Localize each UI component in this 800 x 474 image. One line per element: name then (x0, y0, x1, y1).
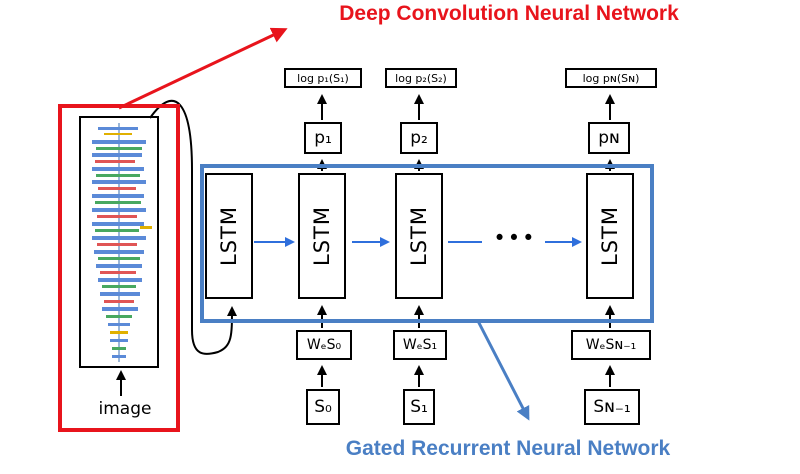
prob-n-label: pɴ (598, 128, 620, 148)
word-input-n-label: Sɴ₋₁ (593, 397, 631, 417)
cnn-highlight-frame (58, 104, 180, 432)
output-logp-1-label: log p₁(S₁) (297, 71, 349, 85)
lstm-unit-2-label: LSTM (407, 206, 432, 266)
image-label: image (98, 399, 152, 419)
cnn-architecture-thumbnail (79, 116, 159, 368)
lstm-unit-image: LSTM (205, 173, 253, 299)
lstm-unit-1: LSTM (298, 173, 346, 299)
word-input-1: S₁ (403, 389, 435, 425)
embedding-0-label: WₑS₀ (306, 337, 342, 353)
lstm-unit-n: LSTM (586, 173, 634, 299)
lstm-unit-image-label: LSTM (217, 206, 242, 266)
word-input-1-label: S₁ (410, 397, 428, 417)
sequence-ellipsis: ••• (493, 226, 537, 250)
output-logp-2: log p₂(S₂) (385, 68, 457, 88)
cnn-callout-arrow (118, 27, 288, 110)
output-logp-n-label: log pɴ(Sɴ) (582, 71, 640, 85)
output-logp-2-label: log p₂(S₂) (395, 71, 447, 85)
prob-box-1: p₁ (304, 122, 342, 154)
word-input-n: Sɴ₋₁ (584, 389, 640, 425)
cnn-to-lstm-connector (149, 99, 237, 355)
lstm-unit-2: LSTM (395, 173, 443, 299)
lstm-unit-n-label: LSTM (598, 206, 623, 266)
rnn-title: Gated Recurrent Neural Network (345, 437, 671, 460)
rnn-callout-arrow (476, 320, 530, 421)
embedding-box-n: WₑSɴ₋₁ (571, 330, 651, 360)
word-input-0: S₀ (306, 389, 340, 425)
output-logp-n: log pɴ(Sɴ) (565, 68, 657, 88)
prob-1-label: p₁ (314, 128, 332, 148)
word-input-0-label: S₀ (314, 397, 332, 417)
lstm-unit-1-label: LSTM (310, 206, 335, 266)
embedding-box-1: WₑS₁ (393, 330, 447, 360)
rnn-highlight-frame (200, 164, 654, 323)
prob-box-n: pɴ (588, 122, 630, 154)
output-logp-1: log p₁(S₁) (284, 68, 362, 88)
embedding-1-label: WₑS₁ (402, 337, 438, 353)
embedding-n-label: WₑSɴ₋₁ (585, 337, 637, 353)
cnn-title: Deep Convolution Neural Network (339, 2, 679, 25)
prob-2-label: p₂ (410, 128, 428, 148)
prob-box-2: p₂ (400, 122, 438, 154)
embedding-box-0: WₑS₀ (296, 330, 352, 360)
